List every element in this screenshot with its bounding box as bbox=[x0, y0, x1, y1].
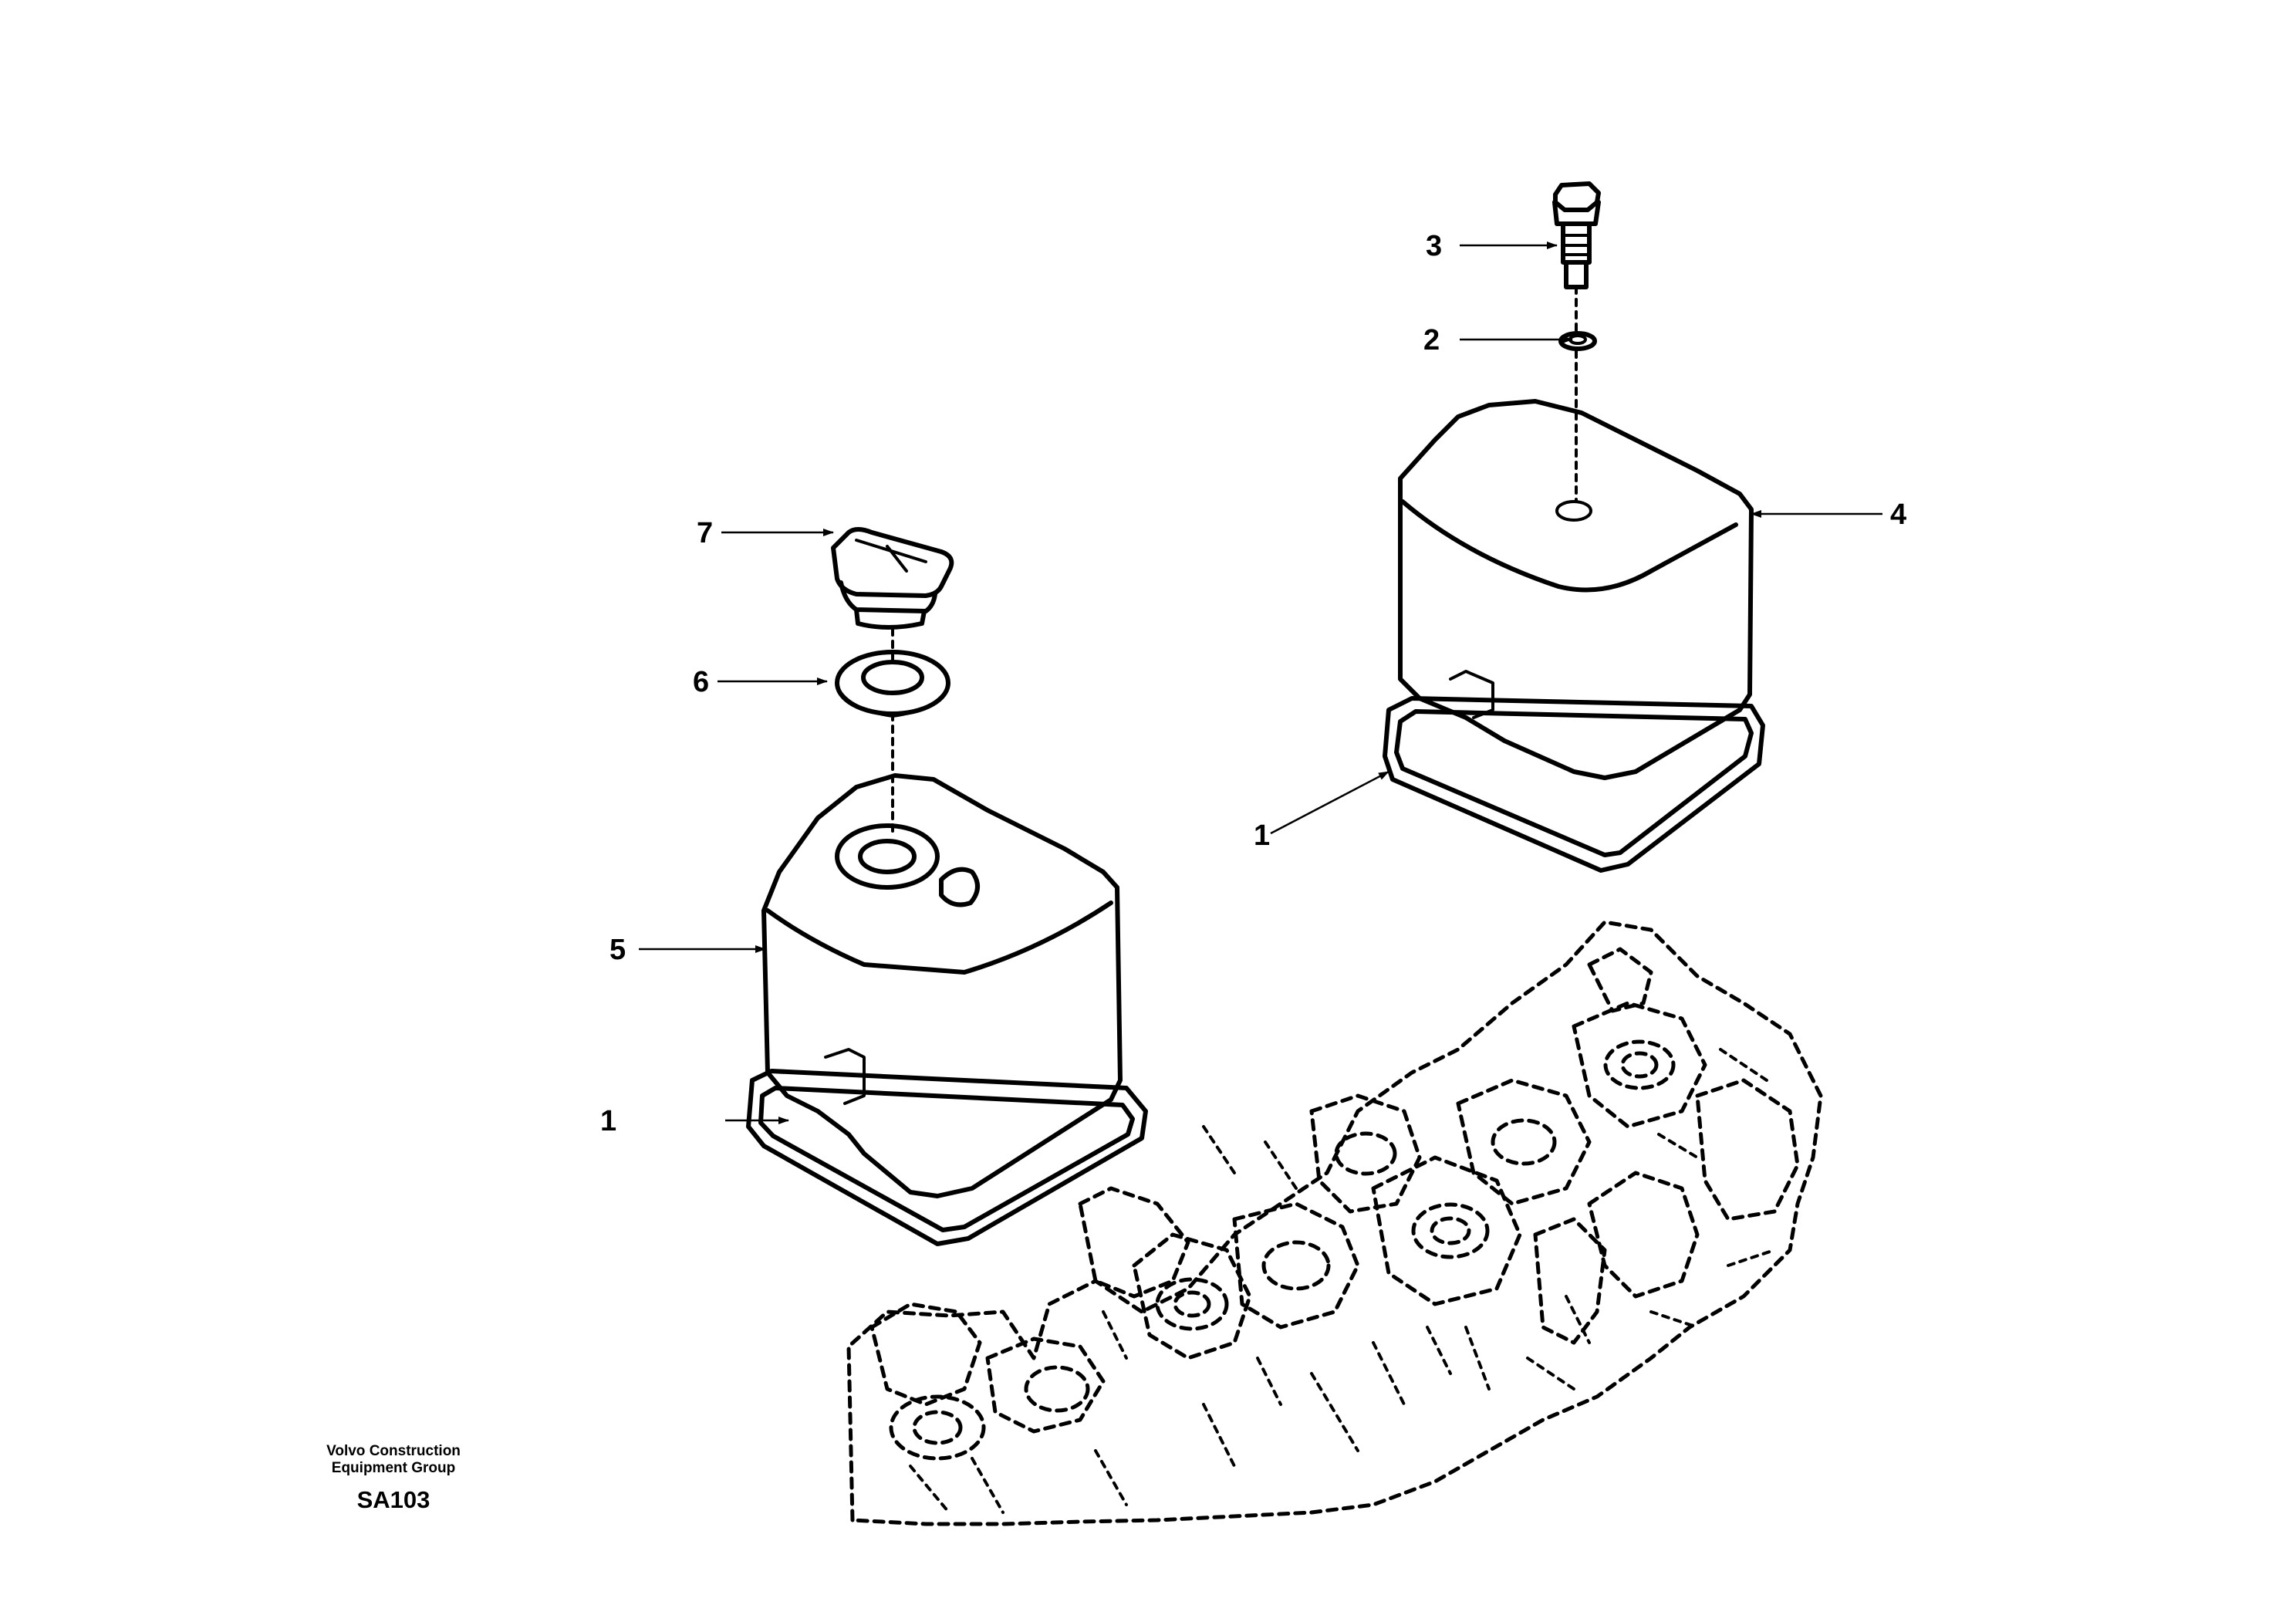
left-washer bbox=[835, 650, 950, 718]
right-valve-cover bbox=[1398, 399, 1754, 780]
company-name-line1: Volvo Construction bbox=[326, 1443, 461, 1459]
callout-3: 3 bbox=[1426, 230, 1442, 262]
right-washer bbox=[1558, 331, 1597, 351]
left-valve-cover bbox=[761, 773, 1123, 1198]
right-gasket bbox=[1383, 696, 1765, 873]
callout-2: 2 bbox=[1423, 324, 1440, 357]
bolt bbox=[1552, 181, 1601, 289]
cylinder-head-outline bbox=[846, 920, 1823, 1526]
company-name-line2: Equipment Group bbox=[331, 1460, 456, 1476]
leader-lines bbox=[639, 242, 1882, 1124]
left-gasket bbox=[746, 1069, 1148, 1246]
callout-6: 6 bbox=[693, 666, 709, 698]
callout-1-left: 1 bbox=[600, 1105, 616, 1137]
callout-1-right: 1 bbox=[1254, 819, 1270, 852]
oil-filler-cap bbox=[831, 527, 954, 630]
callout-7: 7 bbox=[697, 517, 713, 549]
title-block: Volvo Construction Equipment Group SA103 bbox=[301, 1443, 486, 1514]
callout-5: 5 bbox=[609, 934, 626, 966]
drawing-code: SA103 bbox=[356, 1486, 430, 1513]
callout-4: 4 bbox=[1890, 498, 1906, 531]
